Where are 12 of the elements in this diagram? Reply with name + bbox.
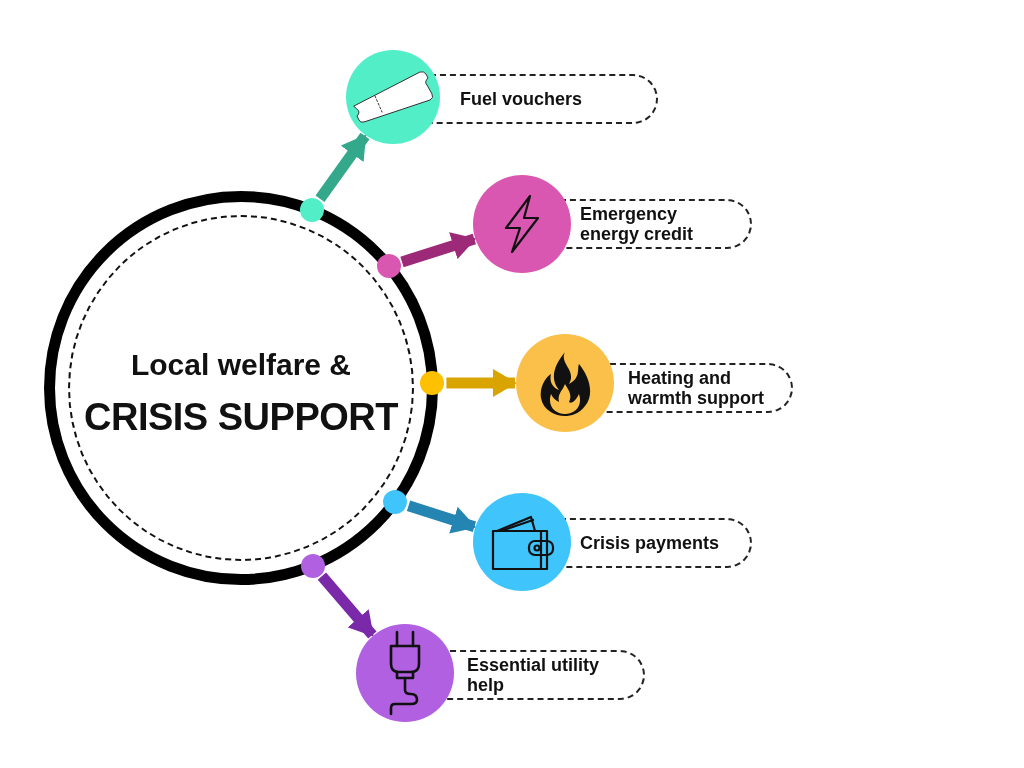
arrow — [315, 132, 370, 202]
arrow — [406, 500, 477, 534]
arrow — [446, 369, 517, 397]
hub-title: CRISIS SUPPORT — [84, 395, 398, 439]
arrow — [317, 572, 377, 639]
item-label: Emergency energy credit — [580, 204, 695, 244]
item-label: Crisis payments — [580, 533, 720, 553]
item-label: Heating and warmth support — [628, 368, 765, 408]
item-label: Essential utility help — [467, 655, 601, 695]
item-label: Fuel vouchers — [460, 89, 583, 109]
hub-subtitle: Local welfare & — [130, 347, 352, 382]
arrow — [400, 232, 477, 268]
